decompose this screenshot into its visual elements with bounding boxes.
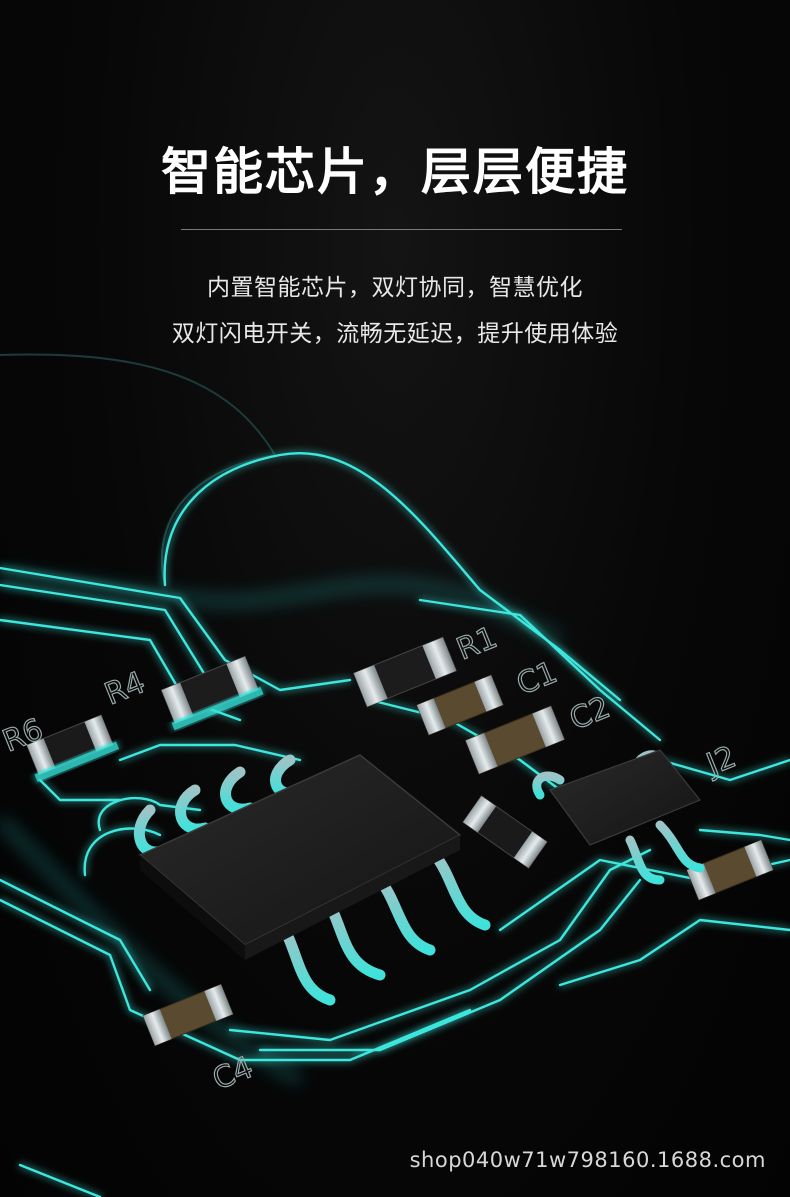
page-title: 智能芯片，层层便捷 — [161, 143, 629, 201]
shop-watermark: shop040w71w798160.1688.com — [409, 1148, 766, 1172]
description-line-2: 双灯闪电开关，流畅无延迟，提升使用体验 — [171, 321, 619, 347]
label-c4: C4 — [208, 1050, 258, 1097]
ic-chip-main — [133, 754, 491, 1006]
description-line-1: 内置智能芯片，双灯协同，智慧优化 — [207, 275, 583, 301]
label-r1: R1 — [452, 620, 502, 667]
title-divider — [181, 229, 622, 230]
ic-chip-j2 — [532, 749, 705, 885]
label-r4: R4 — [100, 665, 150, 712]
smd-components — [26, 636, 774, 1047]
header: 智能芯片，层层便捷 内置智能芯片，双灯协同，智慧优化 双灯闪电开关，流畅无延迟，… — [0, 0, 790, 360]
label-j2: J2 — [700, 740, 741, 784]
board-edge — [0, 353, 277, 586]
label-c1: C1 — [512, 655, 562, 702]
